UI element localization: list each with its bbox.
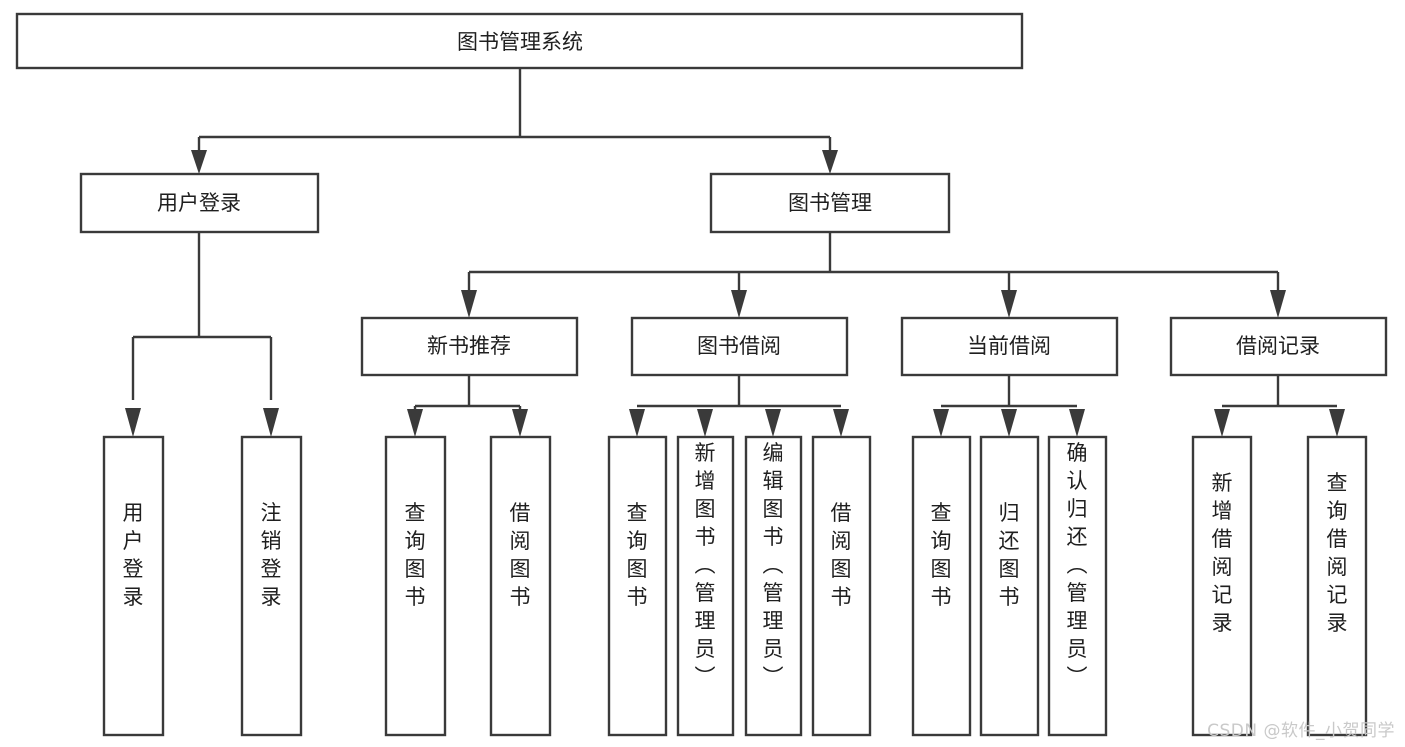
leaf-borrow-book-recommend-label: 借阅图书	[510, 501, 531, 609]
leaf-edit-book-admin-label: 编辑图书︵管理员︶	[763, 441, 784, 689]
leaf-query-book-current-label: 查询图书	[931, 501, 952, 609]
leaf-query-book-recommend-box[interactable]	[384, 435, 447, 737]
node-new-book-recommend[interactable]: 新书推荐	[360, 316, 579, 377]
leaf-query-book-current-box[interactable]	[911, 435, 972, 737]
arrow-new-book-c2	[512, 409, 528, 437]
leaf-query-book-borrow-label: 查询图书	[627, 501, 648, 609]
arrow-to-new-book	[461, 290, 477, 318]
arrow-new-book-c1	[407, 409, 423, 437]
leaf-query-borrow-record[interactable]: 查询借阅记录	[1306, 435, 1368, 737]
node-current-borrow-box[interactable]	[900, 316, 1119, 377]
leaf-add-borrow-record-box[interactable]	[1191, 435, 1253, 737]
leaf-edit-book-admin-box[interactable]	[744, 435, 803, 737]
node-current-borrow[interactable]: 当前借阅	[900, 316, 1119, 377]
node-book-borrow[interactable]: 图书借阅	[630, 316, 849, 377]
leaf-query-book-recommend-label: 查询图书	[405, 501, 426, 609]
arrow-borrow-c1	[629, 409, 645, 437]
arrow-current-c3	[1069, 409, 1085, 437]
arrow-record-c2	[1329, 409, 1345, 437]
leaf-confirm-return-admin-label: 确认归还︵管理员︶	[1067, 441, 1088, 689]
arrow-user-login-leaf1	[125, 408, 141, 437]
leaf-logout[interactable]: 注销登录	[240, 435, 303, 737]
leaf-borrow-book-borrow-box[interactable]	[811, 435, 872, 737]
leaf-add-book-admin-box[interactable]	[676, 435, 735, 737]
arrow-user-login-leaf2	[263, 408, 279, 437]
node-book-manage[interactable]: 图书管理	[709, 172, 951, 234]
node-new-book-recommend-label: 新书推荐	[427, 334, 511, 358]
node-book-manage-label: 图书管理	[788, 191, 872, 215]
leaf-query-book-recommend[interactable]: 查询图书	[384, 435, 447, 737]
leaf-user-login-label: 用户登录	[123, 501, 144, 609]
leaf-return-book-label: 归还图书	[999, 501, 1020, 609]
node-new-book-recommend-box[interactable]	[360, 316, 579, 377]
node-borrow-record-box[interactable]	[1169, 316, 1388, 377]
leaf-query-borrow-record-label: 查询借阅记录	[1327, 471, 1348, 635]
leaf-borrow-book-borrow[interactable]: 借阅图书	[811, 435, 872, 737]
arrow-to-book-manage	[822, 150, 838, 174]
leaf-borrow-book-recommend-box[interactable]	[489, 435, 552, 737]
arrow-borrow-c4	[833, 409, 849, 437]
leaf-user-login[interactable]: 用户登录	[102, 435, 165, 737]
leaf-return-book[interactable]: 归还图书	[979, 435, 1040, 737]
arrow-borrow-c2	[697, 409, 713, 437]
leaf-return-book-box[interactable]	[979, 435, 1040, 737]
leaf-borrow-book-recommend[interactable]: 借阅图书	[489, 435, 552, 737]
leaf-query-book-borrow[interactable]: 查询图书	[607, 435, 668, 737]
node-root[interactable]: 图书管理系统	[15, 12, 1024, 70]
node-root-box[interactable]	[15, 12, 1024, 70]
leaf-add-book-admin[interactable]: 新增图书︵管理员︶	[676, 435, 735, 737]
leaf-add-borrow-record[interactable]: 新增借阅记录	[1191, 435, 1253, 737]
leaf-edit-book-admin[interactable]: 编辑图书︵管理员︶	[744, 435, 803, 737]
leaf-query-book-current[interactable]: 查询图书	[911, 435, 972, 737]
leaf-logout-label: 注销登录	[261, 501, 282, 609]
node-book-borrow-label: 图书借阅	[697, 334, 781, 358]
leaf-confirm-return-admin[interactable]: 确认归还︵管理员︶	[1047, 435, 1108, 737]
node-borrow-record-label: 借阅记录	[1236, 334, 1320, 358]
arrow-current-c2	[1001, 409, 1017, 437]
leaf-confirm-return-admin-box[interactable]	[1047, 435, 1108, 737]
node-book-manage-box[interactable]	[709, 172, 951, 234]
leaf-add-book-admin-label: 新增图书︵管理员︶	[695, 441, 716, 689]
leaf-borrow-book-borrow-label: 借阅图书	[831, 501, 852, 609]
edges-group	[125, 68, 1345, 437]
leaf-query-borrow-record-box[interactable]	[1306, 435, 1368, 737]
leaf-add-borrow-record-label: 新增借阅记录	[1212, 471, 1233, 635]
arrow-borrow-c3	[765, 409, 781, 437]
node-root-label: 图书管理系统	[457, 30, 583, 54]
arrow-to-current	[1001, 290, 1017, 318]
node-user-login[interactable]: 用户登录	[79, 172, 320, 234]
leaf-query-book-borrow-box[interactable]	[607, 435, 668, 737]
node-current-borrow-label: 当前借阅	[967, 334, 1051, 358]
arrow-record-c1	[1214, 409, 1230, 437]
arrow-to-user-login	[191, 150, 207, 174]
node-user-login-label: 用户登录	[157, 191, 241, 215]
arrow-to-borrow	[731, 290, 747, 318]
node-user-login-box[interactable]	[79, 172, 320, 234]
node-book-borrow-box[interactable]	[630, 316, 849, 377]
leaf-user-login-box[interactable]	[102, 435, 165, 737]
arrow-current-c1	[933, 409, 949, 437]
node-borrow-record[interactable]: 借阅记录	[1169, 316, 1388, 377]
arrow-to-record	[1270, 290, 1286, 318]
leaf-logout-box[interactable]	[240, 435, 303, 737]
